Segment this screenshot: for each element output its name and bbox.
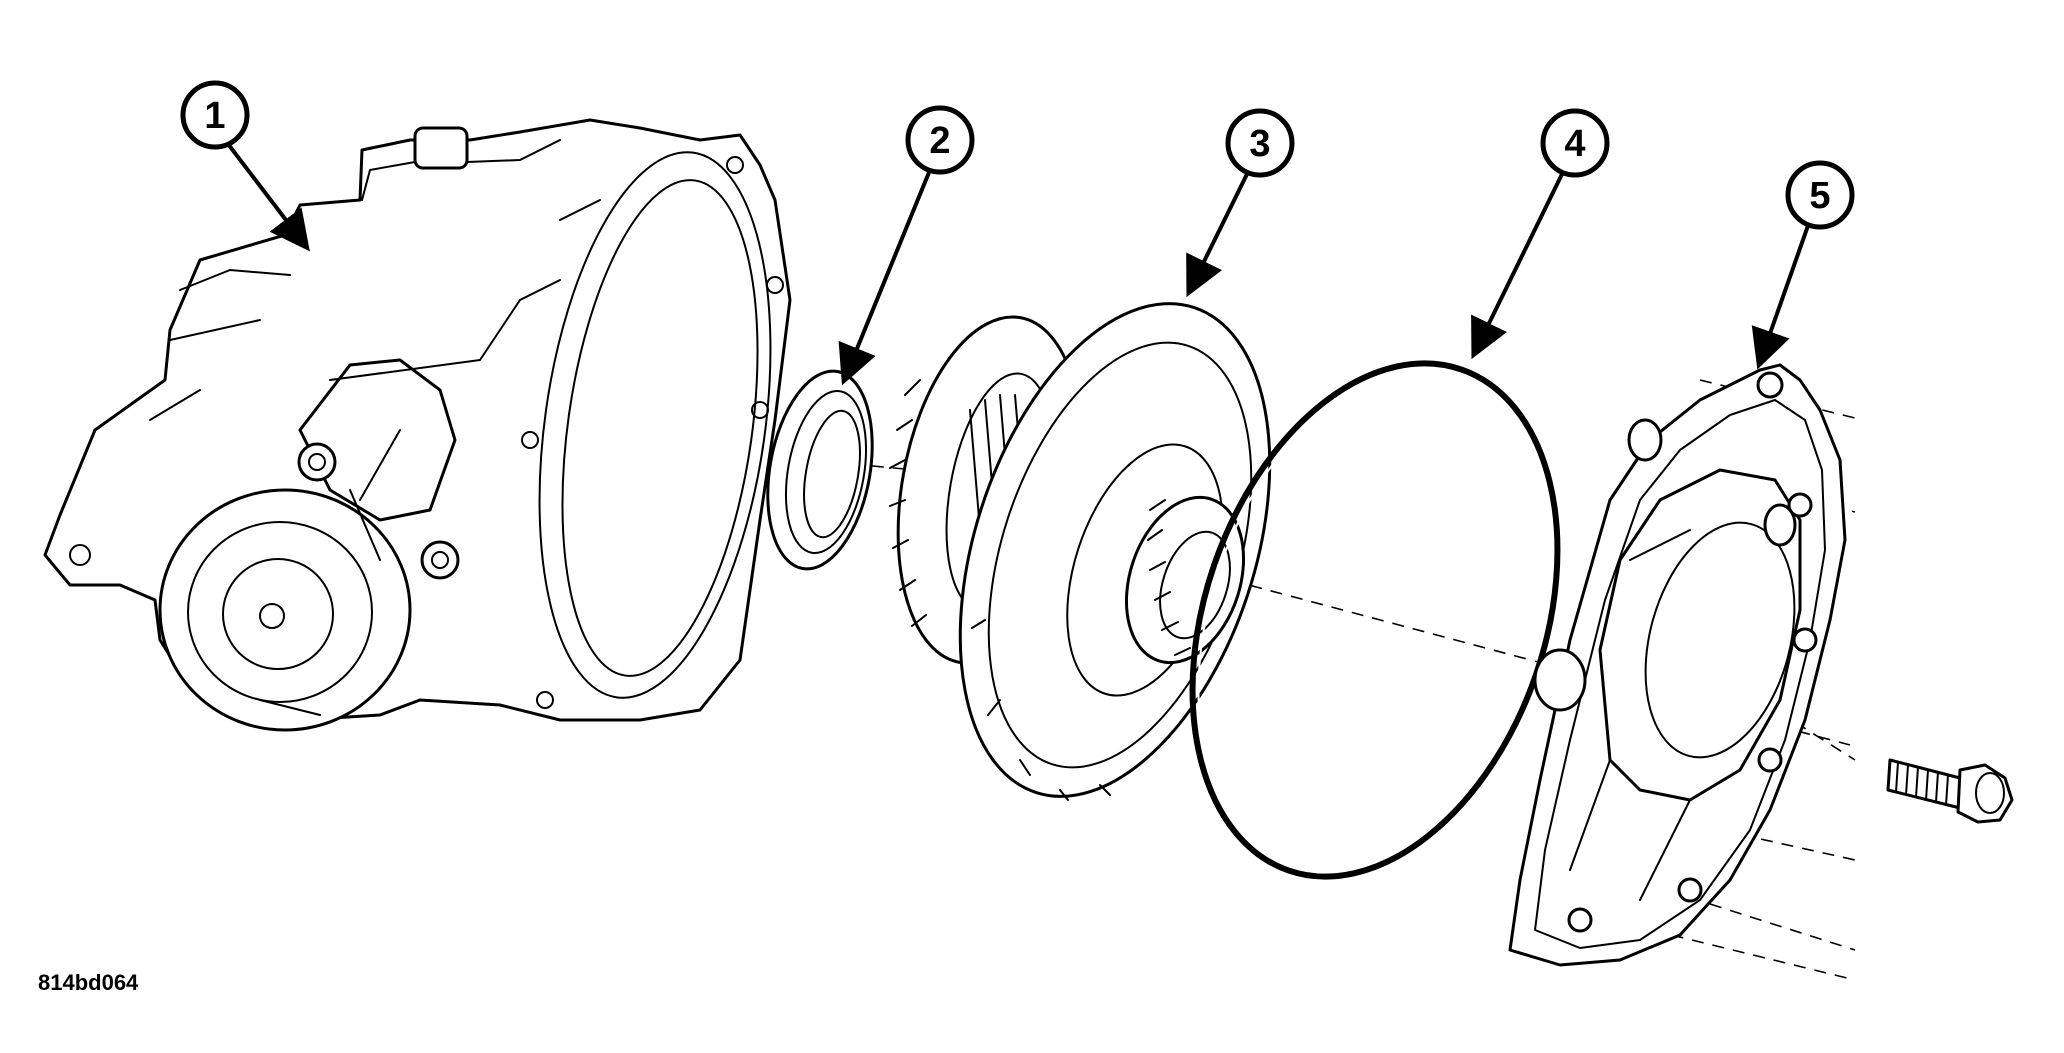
seal-part	[766, 369, 874, 571]
callout-2: 2	[838, 105, 975, 386]
callout-4: 4	[1471, 108, 1610, 360]
callout-1-label: 1	[204, 95, 225, 137]
callout-5: 5	[1751, 160, 1855, 370]
callout-3: 3	[1186, 108, 1295, 298]
callout-1: 1	[180, 80, 310, 252]
callout-2-label: 2	[929, 120, 950, 162]
figure-id: 814bd064	[38, 970, 139, 995]
callout-4-label: 4	[1564, 123, 1585, 165]
housing-part	[43, 118, 792, 732]
callout-5-label: 5	[1809, 175, 1830, 217]
differential-part	[889, 302, 1272, 801]
cover-part	[1508, 363, 1847, 967]
cover-bolt-part	[1886, 758, 2014, 824]
callout-3-label: 3	[1249, 123, 1270, 165]
